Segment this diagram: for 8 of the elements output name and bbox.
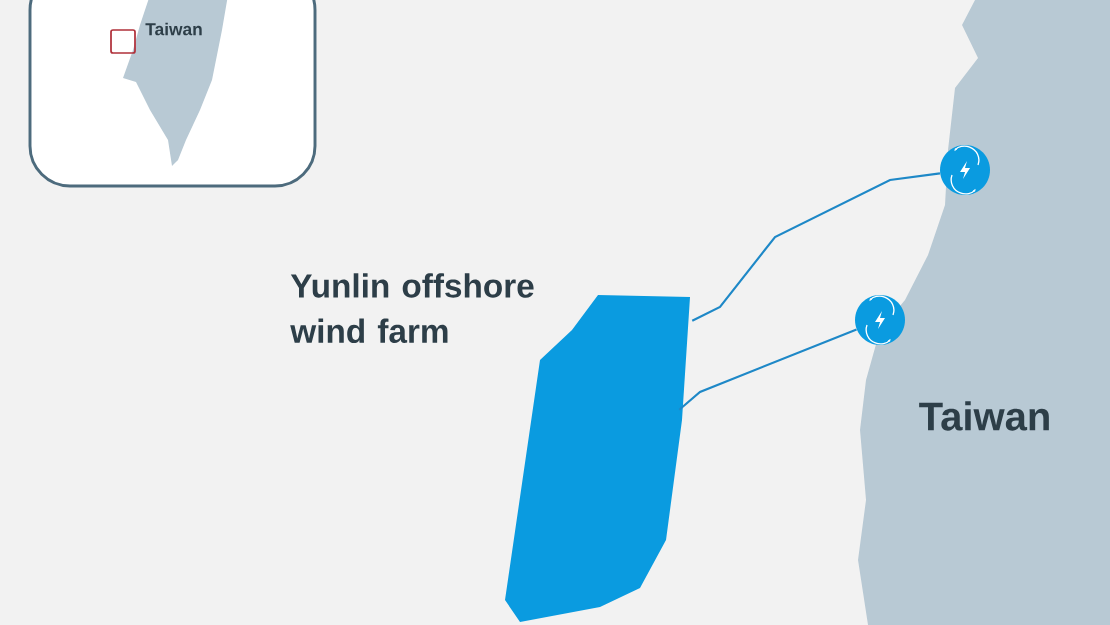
substation-icon [940, 145, 990, 195]
map-label: Taiwan [145, 22, 202, 36]
cable-line [691, 172, 941, 322]
wind-farm-area: Yunlin offshore wind farm [290, 273, 690, 622]
cable-line [678, 328, 857, 411]
substation-icon [855, 295, 905, 345]
map-label: Taiwan [919, 401, 1049, 431]
node-label: Yunlin offshore wind farm [290, 273, 534, 344]
